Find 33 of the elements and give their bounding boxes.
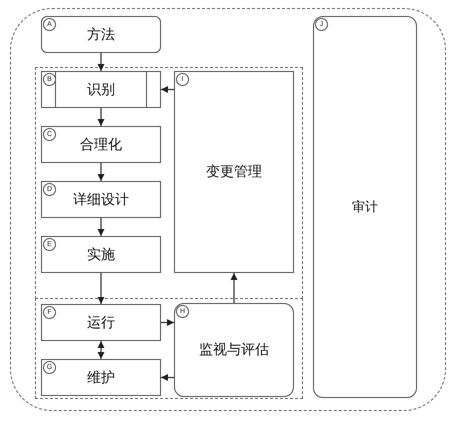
process-box [41, 181, 161, 218]
arrow [97, 53, 105, 71]
process-box [41, 126, 161, 163]
arrow [161, 86, 174, 94]
step-label: 方法 [86, 26, 116, 44]
dashed-group-frame [35, 298, 303, 399]
process-box [41, 16, 161, 53]
step-label: 监视与评估 [198, 341, 270, 359]
step-label: 变更管理 [205, 163, 263, 181]
arrow [161, 374, 174, 382]
step-label: 维护 [86, 368, 116, 386]
step-label: 识别 [86, 80, 116, 98]
arrow [97, 273, 105, 304]
process-box [41, 304, 161, 341]
arrow [230, 273, 238, 303]
step-label: 审计 [351, 198, 379, 216]
dashed-group-frame [35, 67, 303, 299]
arrow [97, 108, 105, 126]
process-box [41, 359, 161, 396]
step-label: 合理化 [79, 136, 123, 154]
arrow [161, 318, 174, 326]
rounded-process-box [313, 16, 417, 398]
process-box [174, 71, 294, 273]
process-box [41, 236, 161, 273]
step-label: 实施 [86, 246, 116, 264]
step-label: 运行 [86, 314, 116, 332]
arrow [97, 341, 105, 359]
rounded-process-box [174, 303, 294, 397]
arrow [97, 163, 105, 181]
step-label: 详细设计 [72, 190, 130, 208]
arrow [97, 218, 105, 236]
dashed-outer-frame [10, 8, 446, 411]
process-box [41, 71, 161, 108]
